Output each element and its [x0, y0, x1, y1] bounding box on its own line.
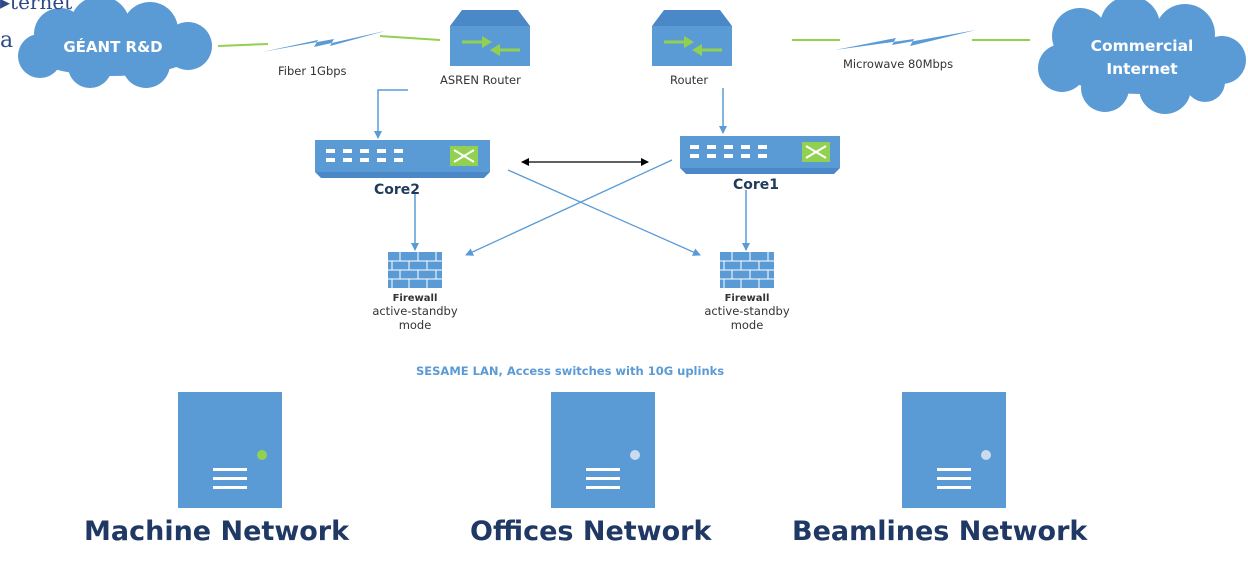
commercial-label-line1: Commercial — [1090, 37, 1194, 55]
asren-to-core2-line — [374, 89, 408, 139]
geant-cloud — [18, 0, 212, 88]
firewall-right-title: Firewall — [724, 293, 770, 304]
lan-caption: SESAME LAN, Access switches with 10G upl… — [416, 364, 725, 378]
firewall-right-mode-line2: mode — [730, 318, 764, 332]
fiber-link-label: Fiber 1Gbps — [278, 64, 347, 78]
offices-network-label: Offices Network — [470, 516, 712, 547]
offices-network-server-icon — [551, 392, 655, 508]
firewall-right-icon — [720, 252, 774, 288]
commercial-internet-cloud — [1038, 0, 1246, 114]
firewall-left-mode-line2: mode — [398, 318, 432, 332]
commercial-label-line2: Internet — [1106, 60, 1178, 78]
firewall-left-caption: Firewall active-standby mode — [355, 293, 475, 332]
machine-network-server-icon — [178, 392, 282, 508]
firewall-right-mode-line1: active-standby — [704, 304, 790, 318]
microwave-link-label: Microwave 80Mbps — [843, 57, 954, 71]
microwave-link — [792, 30, 1030, 50]
core1-switch-icon — [680, 136, 840, 174]
fiber-link — [217, 31, 441, 52]
core2-switch-icon — [315, 140, 490, 178]
core1-to-fw-left — [465, 159, 673, 256]
beamlines-network-label: Beamlines Network — [792, 516, 1088, 547]
beamlines-network-server-icon — [902, 392, 1006, 508]
top-text-fragment: ▸ternet — [0, 0, 73, 14]
asren-router-icon — [450, 10, 530, 66]
core2-label: Core2 — [374, 182, 421, 198]
core2-to-fw-right — [507, 169, 701, 256]
firewall-left-icon — [388, 252, 442, 288]
router-label: Router — [670, 73, 709, 87]
router-icon — [652, 10, 732, 66]
machine-network-label: Machine Network — [84, 516, 350, 547]
side-text-fragment: a — [0, 28, 14, 53]
firewall-left-title: Firewall — [392, 293, 438, 304]
firewall-left-mode-line1: active-standby — [372, 304, 458, 318]
asren-router-label: ASREN Router — [440, 73, 521, 87]
firewall-right-caption: Firewall active-standby mode — [687, 293, 807, 332]
geant-cloud-label: GÉANT R&D — [63, 38, 163, 56]
core1-label: Core1 — [733, 177, 780, 193]
